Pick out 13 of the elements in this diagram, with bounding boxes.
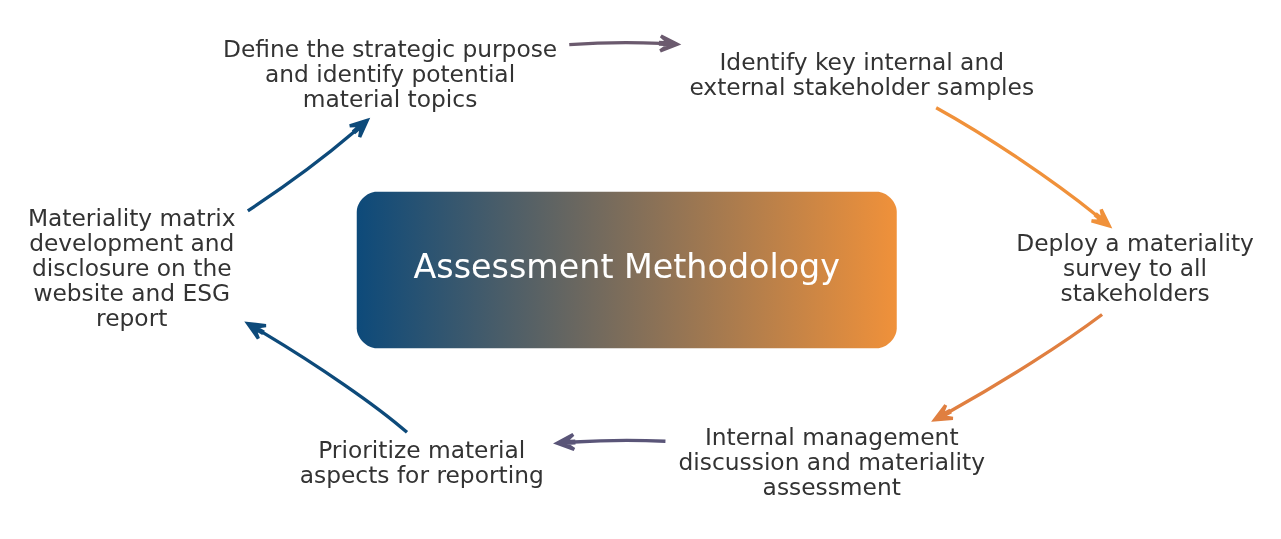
arrow [555,432,666,451]
arrow [246,321,409,434]
arrow [246,118,369,212]
node-text: Prioritize material aspects for reporting [299,435,544,489]
node-text: Deploy a materiality survey to all stakeholders [1016,228,1254,307]
node-text: Identify key internal and external stakeholder samples [689,47,1035,100]
node-text: Define the strategic purpose and identify potential material topics [222,34,558,113]
arrow [569,33,679,53]
node-text: Materiality matrix development and disclosure on the website and ESG report [27,203,236,332]
arrow [935,105,1111,227]
node-box: Assessment Methodology [356,191,897,348]
node-text: Internal management discussion and materiality assessment [678,422,985,501]
arrow [932,312,1104,421]
